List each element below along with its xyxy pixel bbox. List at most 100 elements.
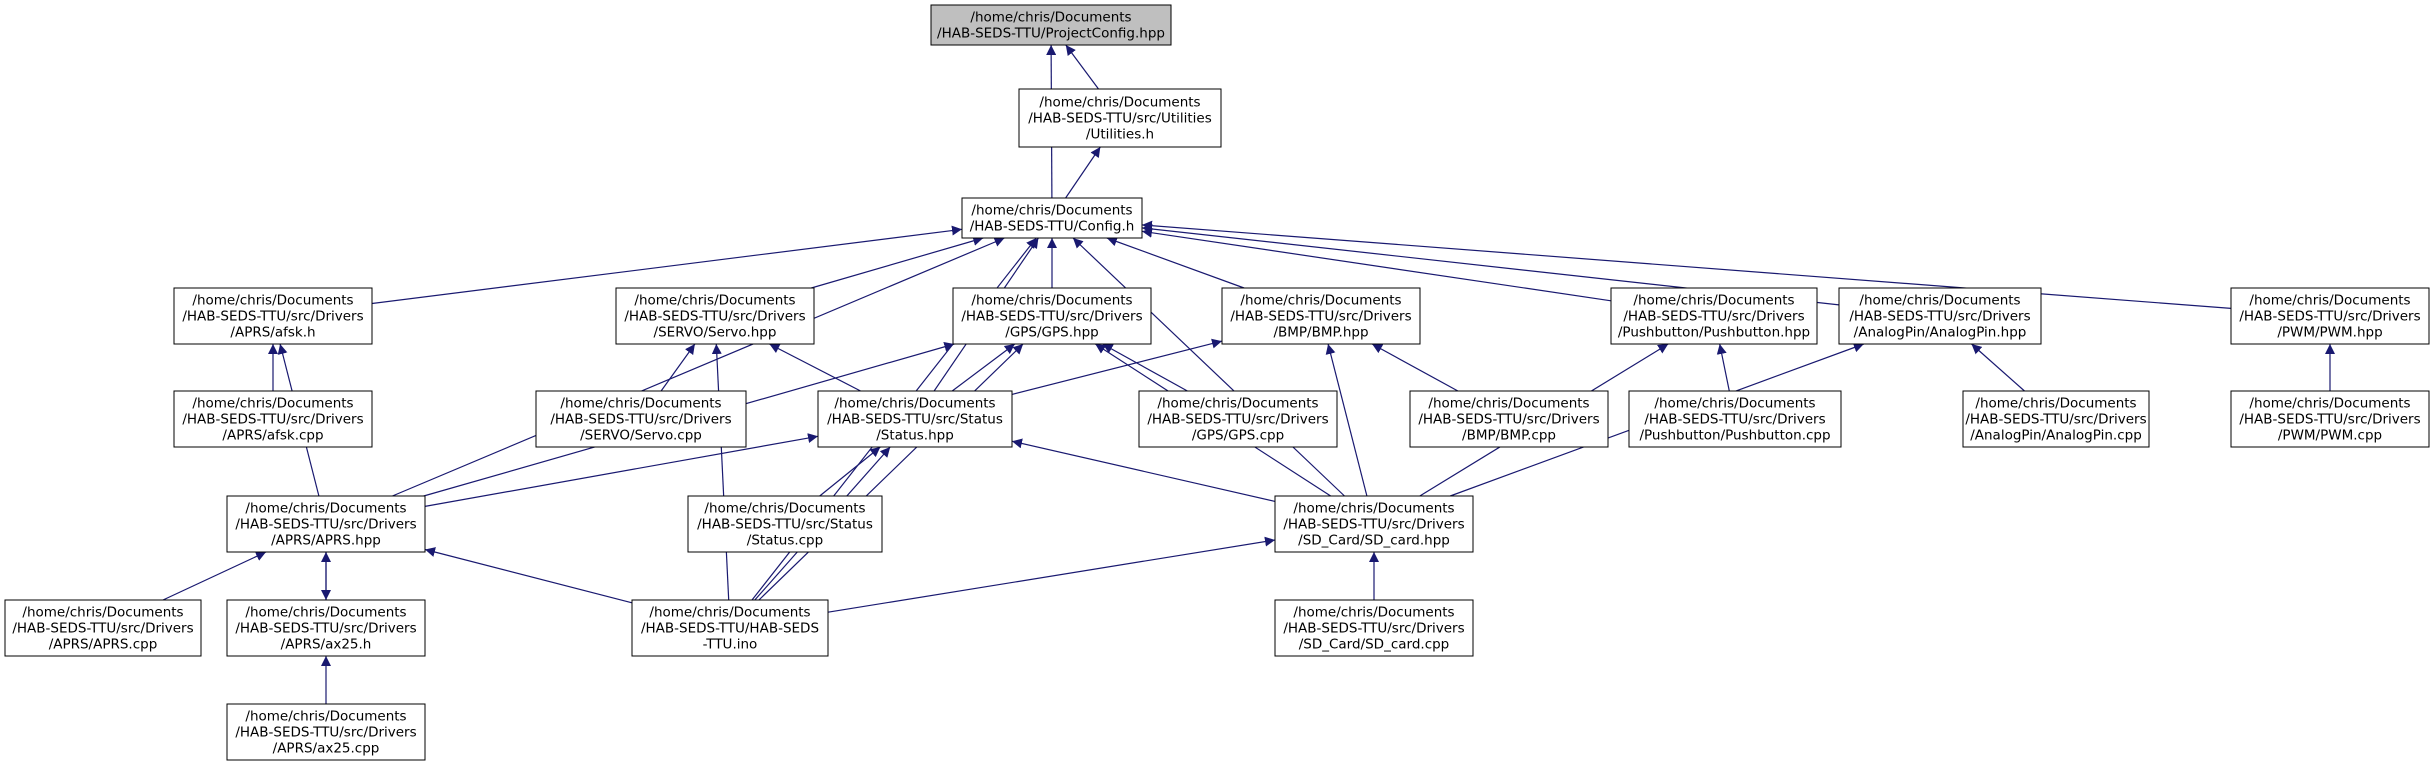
edge-status-cpp-to-status-hpp [819, 446, 881, 497]
node-pwm-hpp[interactable]: /home/chris/Documents/HAB-SEDS-TTU/src/D… [2230, 287, 2430, 345]
node-status-cpp[interactable]: /home/chris/Documents/HAB-SEDS-TTU/src/S… [687, 495, 883, 553]
node-ax25-h[interactable]: /home/chris/Documents/HAB-SEDS-TTU/src/D… [226, 599, 426, 657]
node-box [631, 599, 829, 657]
node-label-line: /home/chris/Documents [971, 293, 1132, 309]
node-label-line: /APRS/afsk.cpp [222, 428, 323, 444]
node-ax25-cpp[interactable]: /home/chris/Documents/HAB-SEDS-TTU/src/D… [226, 703, 426, 761]
edge-ino-to-gps-hpp [758, 343, 1024, 601]
node-label-line: /HAB-SEDS-TTU/src/Drivers [235, 517, 416, 533]
node-label-line: /HAB-SEDS-TTU/src/Drivers [1965, 412, 2146, 428]
node-status-hpp[interactable]: /home/chris/Documents/HAB-SEDS-TTU/src/S… [817, 390, 1013, 448]
node-label-line: /home/chris/Documents [649, 605, 810, 621]
nodes-layer: /home/chris/Documents/HAB-SEDS-TTU/Proje… [4, 4, 2430, 761]
node-box [1274, 599, 1474, 657]
node-label-line: /GPS/GPS.hpp [1005, 325, 1098, 341]
node-box [1628, 390, 1842, 448]
node-box [1221, 287, 1421, 345]
node-servo-cpp[interactable]: /home/chris/Documents/HAB-SEDS-TTU/src/D… [535, 390, 747, 448]
node-box [1962, 390, 2150, 448]
node-label-line: /home/chris/Documents [1859, 293, 2020, 309]
node-label-line: /home/chris/Documents [192, 396, 353, 412]
edge-analogpin-cpp-to-analogpin-hpp [1971, 343, 2025, 392]
node-analogpin-cpp[interactable]: /home/chris/Documents/HAB-SEDS-TTU/src/D… [1962, 390, 2150, 448]
node-label-line: /HAB-SEDS-TTU/HAB-SEDS [641, 621, 819, 637]
node-label-line: /Status.hpp [876, 428, 954, 444]
node-gps-hpp[interactable]: /home/chris/Documents/HAB-SEDS-TTU/src/D… [952, 287, 1152, 345]
node-label-line: /HAB-SEDS-TTU/src/Drivers [1644, 412, 1825, 428]
node-label-line: /HAB-SEDS-TTU/src/Drivers [182, 309, 363, 325]
node-afsk-cpp[interactable]: /home/chris/Documents/HAB-SEDS-TTU/src/D… [173, 390, 373, 448]
node-projectconfig[interactable]: /home/chris/Documents/HAB-SEDS-TTU/Proje… [930, 4, 1172, 46]
node-aprs-cpp[interactable]: /home/chris/Documents/HAB-SEDS-TTU/src/D… [4, 599, 202, 657]
node-label-line: /HAB-SEDS-TTU/Config.h [970, 219, 1135, 235]
node-aprs-hpp[interactable]: /home/chris/Documents/HAB-SEDS-TTU/src/D… [226, 495, 426, 553]
node-label-line: /HAB-SEDS-TTU/src/Drivers [182, 412, 363, 428]
node-label-line: /APRS/APRS.cpp [49, 637, 158, 653]
node-label-line: /SD_Card/SD_card.cpp [1299, 637, 1450, 653]
node-box [226, 599, 426, 657]
node-label-line: /home/chris/Documents [2249, 396, 2410, 412]
node-box [226, 495, 426, 553]
node-afsk-h[interactable]: /home/chris/Documents/HAB-SEDS-TTU/src/D… [173, 287, 373, 345]
node-pushbutton-hpp[interactable]: /home/chris/Documents/HAB-SEDS-TTU/src/D… [1610, 287, 1818, 345]
node-pushbutton-cpp[interactable]: /home/chris/Documents/HAB-SEDS-TTU/src/D… [1628, 390, 1842, 448]
node-label-line: /PWM/PWM.hpp [2277, 325, 2382, 341]
node-ino[interactable]: /home/chris/Documents/HAB-SEDS-TTU/HAB-S… [631, 599, 829, 657]
node-label-line: /home/chris/Documents [192, 293, 353, 309]
edge-sdcard-hpp-to-config [1072, 237, 1345, 497]
node-label-line: /SERVO/Servo.cpp [580, 428, 702, 444]
node-box [173, 287, 373, 345]
node-config[interactable]: /home/chris/Documents/HAB-SEDS-TTU/Confi… [961, 197, 1143, 239]
node-label-line: /HAB-SEDS-TTU/src/Drivers [1283, 517, 1464, 533]
node-sdcard-cpp[interactable]: /home/chris/Documents/HAB-SEDS-TTU/src/D… [1274, 599, 1474, 657]
edge-afsk-h-to-config [371, 225, 963, 305]
node-label-line: /BMP/BMP.cpp [1462, 428, 1556, 444]
node-label-line: /HAB-SEDS-TTU/ProjectConfig.hpp [937, 26, 1165, 42]
node-servo-hpp[interactable]: /home/chris/Documents/HAB-SEDS-TTU/src/D… [615, 287, 815, 345]
node-box [930, 4, 1172, 46]
edge-status-hpp-to-servo-hpp [769, 343, 861, 392]
node-box [173, 390, 373, 448]
node-label-line: /GPS/GPS.cpp [1192, 428, 1284, 444]
node-pwm-cpp[interactable]: /home/chris/Documents/HAB-SEDS-TTU/src/D… [2230, 390, 2430, 448]
node-label-line: /home/chris/Documents [1240, 293, 1401, 309]
node-label-line: /BMP/BMP.hpp [1273, 325, 1368, 341]
node-label-line: /home/chris/Documents [1428, 396, 1589, 412]
node-label-line: /home/chris/Documents [1039, 95, 1200, 111]
node-label-line: /APRS/APRS.hpp [271, 533, 381, 549]
edge-bmp-cpp-to-bmp-hpp [1371, 343, 1459, 392]
node-label-line: /home/chris/Documents [1293, 605, 1454, 621]
node-label-line: /AnalogPin/AnalogPin.cpp [1970, 428, 2142, 444]
node-sdcard-hpp[interactable]: /home/chris/Documents/HAB-SEDS-TTU/src/D… [1274, 495, 1474, 553]
node-box [1138, 390, 1338, 448]
edge-ino-to-aprs-hpp [424, 547, 633, 604]
node-label-line: /HAB-SEDS-TTU/src/Drivers [235, 725, 416, 741]
node-analogpin-hpp[interactable]: /home/chris/Documents/HAB-SEDS-TTU/src/D… [1838, 287, 2042, 345]
node-label-line: /HAB-SEDS-TTU/src/Utilities [1028, 111, 1212, 127]
node-label-line: /HAB-SEDS-TTU/src/Status [827, 412, 1003, 428]
node-label-line: /home/chris/Documents [834, 396, 995, 412]
edge-pushbutton-cpp-to-pushbutton-hpp [1716, 343, 1730, 392]
node-bmp-cpp[interactable]: /home/chris/Documents/HAB-SEDS-TTU/src/D… [1409, 390, 1609, 448]
node-label-line: /home/chris/Documents [1293, 501, 1454, 517]
node-box [961, 197, 1143, 239]
node-label-line: /home/chris/Documents [1157, 396, 1318, 412]
node-label-line: /HAB-SEDS-TTU/src/Drivers [624, 309, 805, 325]
node-label-line: /home/chris/Documents [970, 10, 1131, 26]
edge-bmp-hpp-to-config [1106, 236, 1245, 289]
node-label-line: /AnalogPin/AnalogPin.hpp [1854, 325, 2027, 341]
node-box [2230, 287, 2430, 345]
node-label-line: /home/chris/Documents [560, 396, 721, 412]
node-label-line: /HAB-SEDS-TTU/src/Drivers [1849, 309, 2030, 325]
node-label-line: /home/chris/Documents [704, 501, 865, 517]
node-box [615, 287, 815, 345]
node-label-line: /APRS/ax25.h [281, 637, 372, 653]
node-label-line: /HAB-SEDS-TTU/src/Drivers [1418, 412, 1599, 428]
edge-status-hpp-to-gps-hpp [951, 343, 1016, 392]
node-utilities[interactable]: /home/chris/Documents/HAB-SEDS-TTU/src/U… [1018, 88, 1222, 148]
node-gps-cpp[interactable]: /home/chris/Documents/HAB-SEDS-TTU/src/D… [1138, 390, 1338, 448]
node-box [1018, 88, 1222, 148]
node-label-line: /HAB-SEDS-TTU/src/Drivers [1623, 309, 1804, 325]
node-bmp-hpp[interactable]: /home/chris/Documents/HAB-SEDS-TTU/src/D… [1221, 287, 1421, 345]
